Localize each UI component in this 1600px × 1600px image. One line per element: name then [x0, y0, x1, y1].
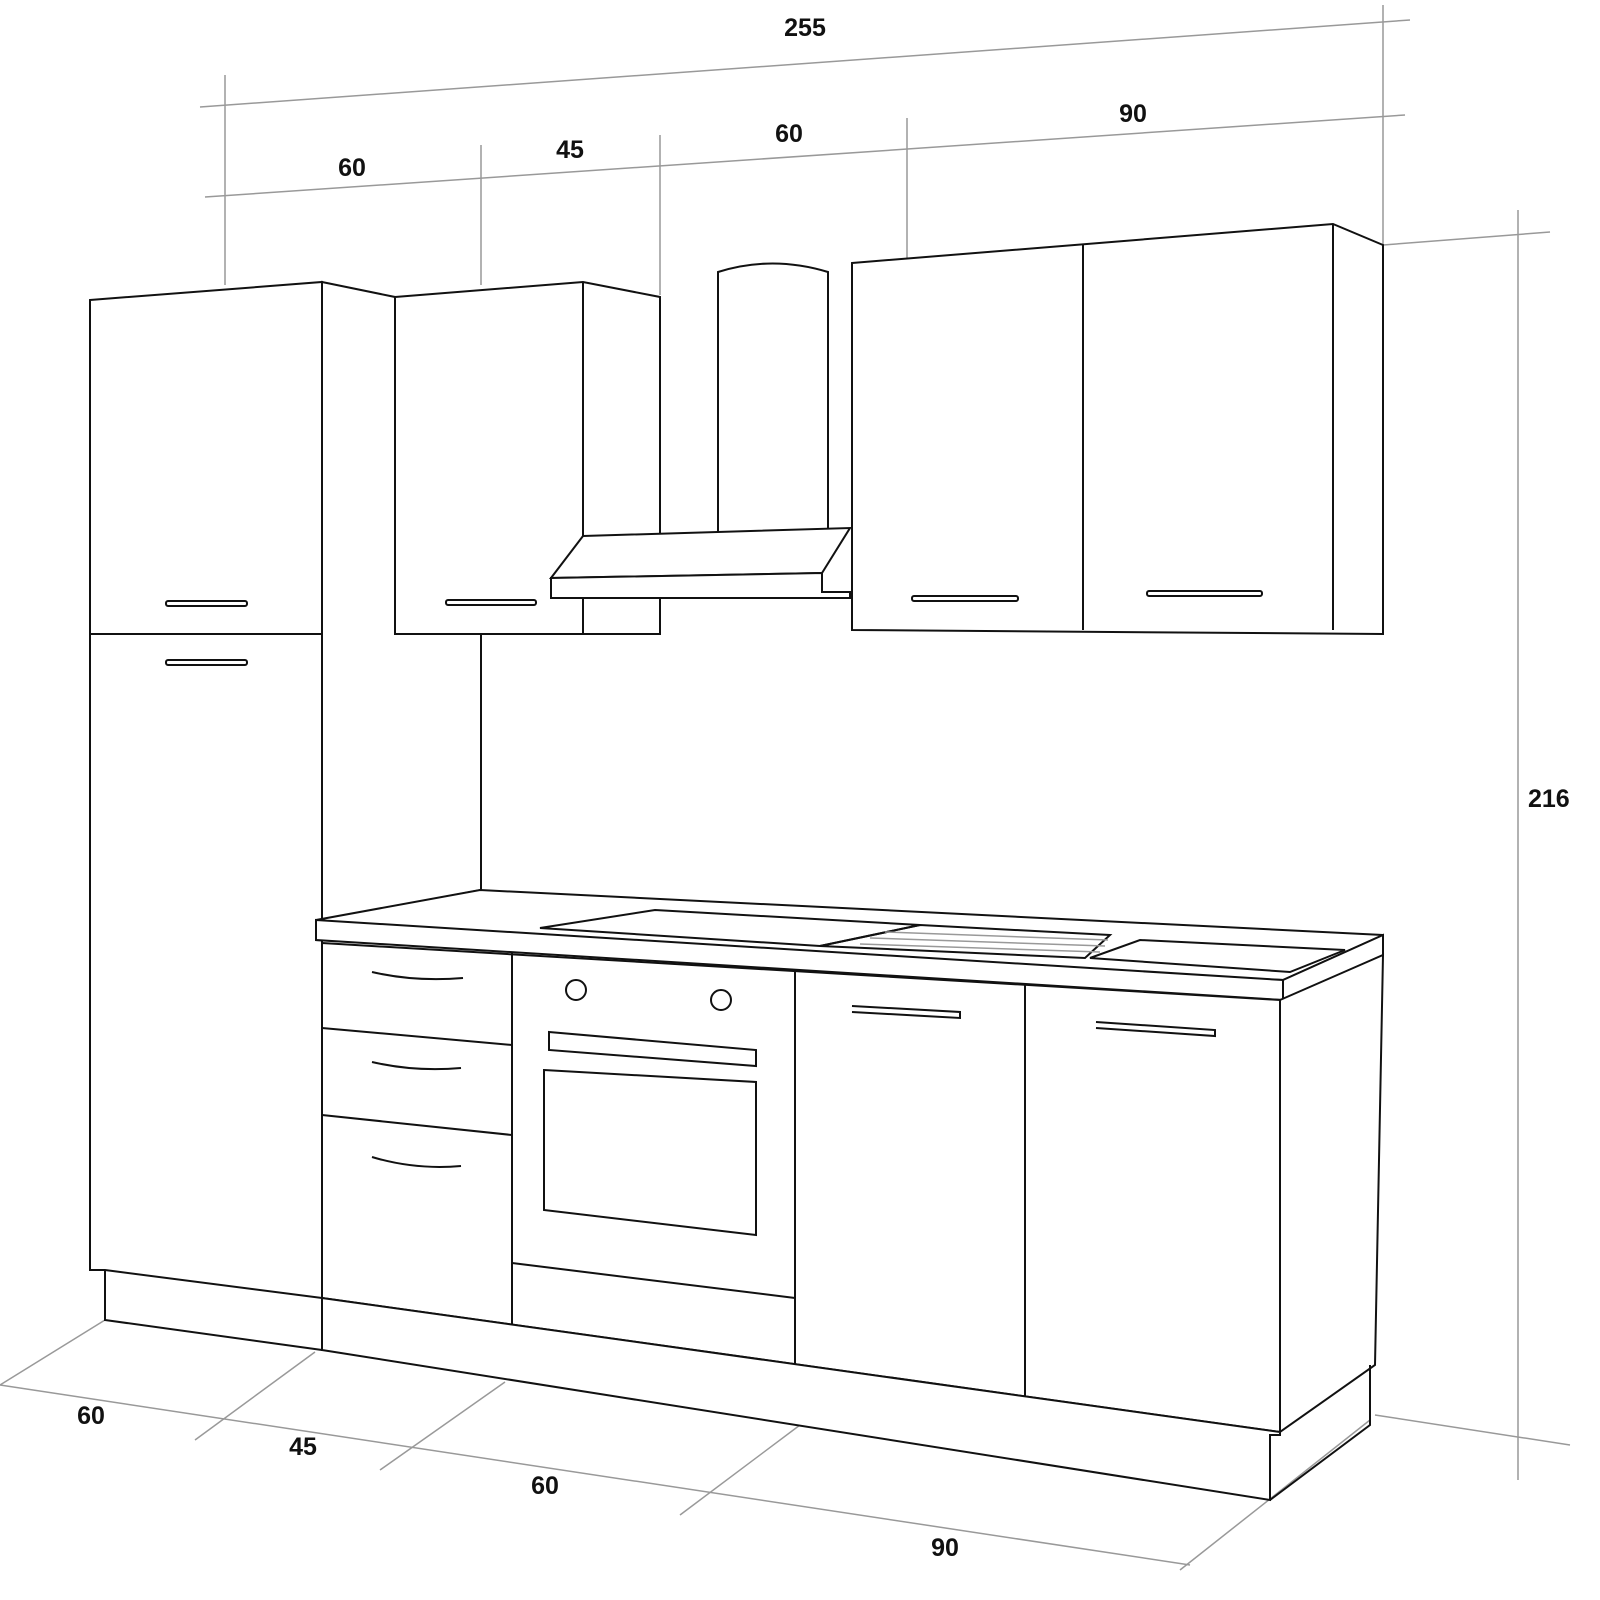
dimension-labels: 255 60 45 60 90 216 60 45 60 90: [77, 14, 1570, 1562]
base-cabinets: [321, 941, 1385, 1502]
wall-cabinet-right: [851, 222, 1384, 636]
top-width-label: 90: [1119, 100, 1147, 128]
hob-grate: [859, 931, 1109, 953]
top-width-label: 60: [775, 120, 803, 148]
top-width-label: 60: [338, 154, 366, 182]
bottom-width-label: 60: [77, 1402, 105, 1430]
total-width-label: 255: [784, 14, 826, 42]
bottom-width-label: 60: [531, 1472, 559, 1500]
dimension-lines: [0, 5, 1571, 1571]
range-hood: [548, 262, 852, 599]
countertop: [315, 888, 1384, 1002]
bottom-width-label: 90: [931, 1534, 959, 1562]
tall-cabinet: [89, 280, 482, 1351]
bottom-width-label: 45: [289, 1433, 317, 1461]
top-width-label: 45: [556, 136, 584, 164]
height-label: 216: [1528, 785, 1570, 813]
